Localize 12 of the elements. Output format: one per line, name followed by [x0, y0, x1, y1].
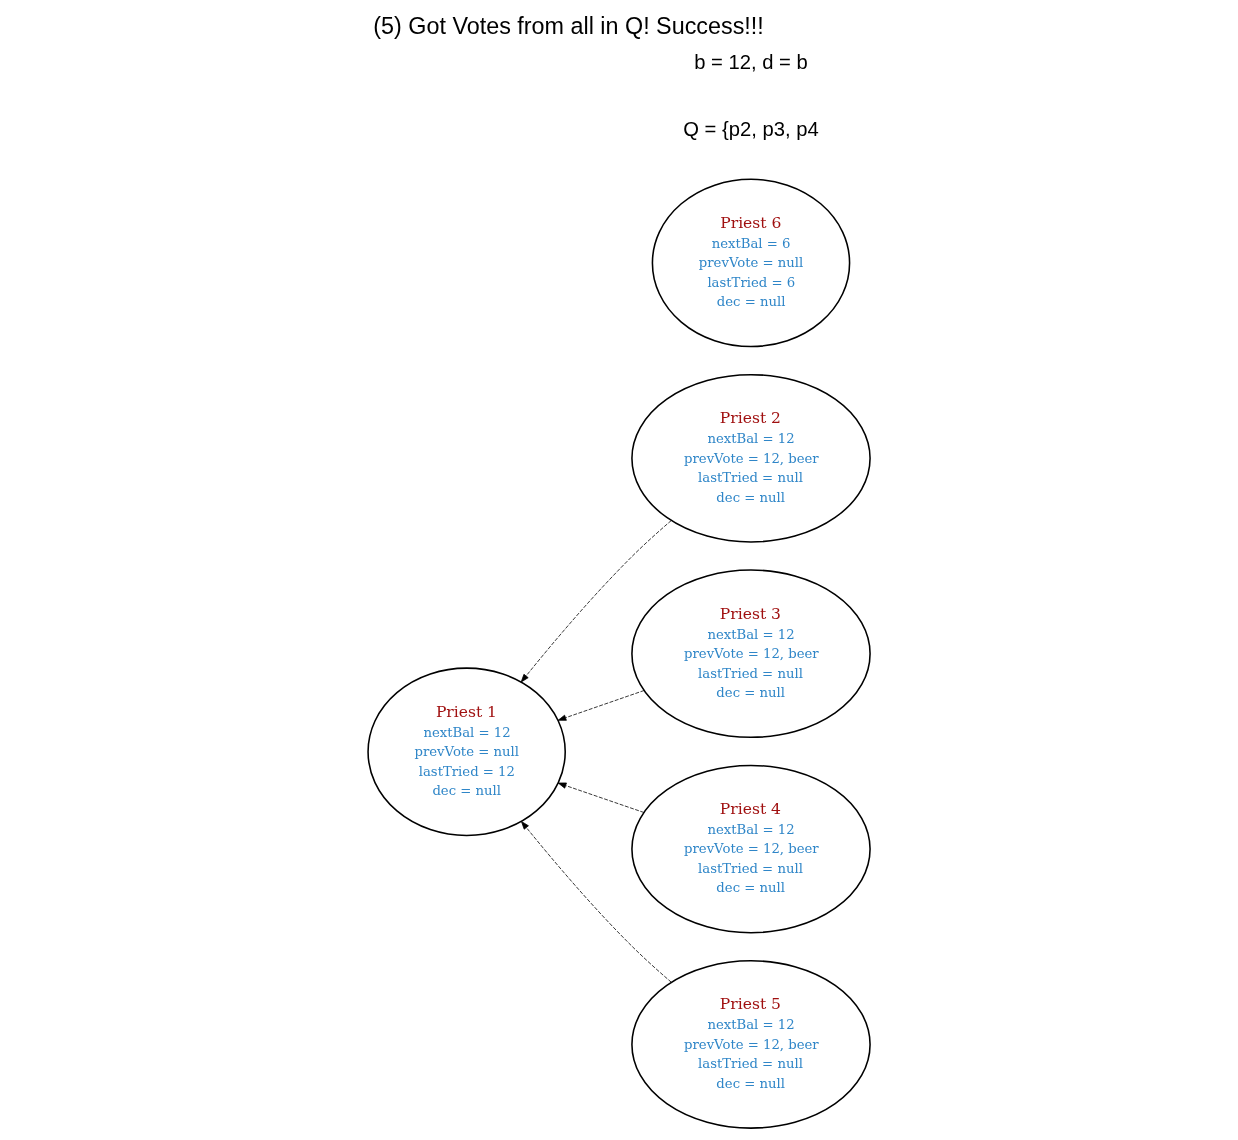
- node-ellipse: Priest 2 nextBal = 12 prevVote = 12, beer lastTried = null dec = null: [631, 373, 871, 543]
- label: b = 12, d = b: [694, 50, 808, 73]
- arrow: [557, 690, 645, 721]
- arrow: [520, 520, 672, 683]
- label: Q = {p2, p3, p4: [683, 118, 819, 141]
- node-ellipse: Priest 4 nextBal = 12 prevVote = 12, beer lastTried = null dec = null: [631, 764, 871, 934]
- arrow: [521, 821, 672, 983]
- node-ellipse: Priest 5 nextBal = 12 prevVote = 12, beer lastTried = null dec = null: [631, 960, 871, 1129]
- node-ellipse: Priest 3 nextBal = 12 prevVote = 12, beer lastTried = null dec = null: [631, 569, 871, 739]
- diagram-title: (5) Got Votes from all in Q! Success!!!: [373, 12, 764, 39]
- arrow: [557, 782, 645, 813]
- node-ellipse: Priest 6 nextBal = 6 prevVote = null lastTried = 6 dec = null: [651, 178, 851, 348]
